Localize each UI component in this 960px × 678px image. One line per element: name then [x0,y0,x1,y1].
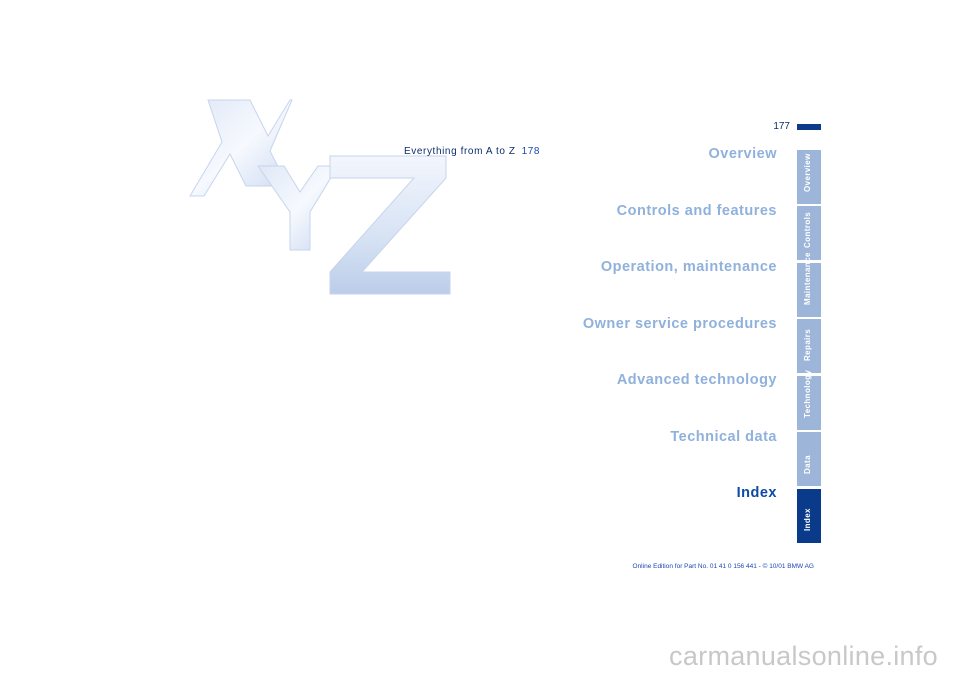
side-tab-repairs[interactable]: Repairs [797,319,821,373]
section-link-data[interactable]: Technical data [670,429,777,445]
section-link-overview[interactable]: Overview [708,146,777,162]
watermark: carmanualsonline.info [669,641,938,671]
side-tab-label: Repairs [803,328,812,361]
page-bar [797,124,821,130]
section-link-technology[interactable]: Advanced technology [616,372,777,388]
side-tab-label: Maintenance [803,252,812,305]
letter-y [257,165,339,251]
toc-entry-title: Everything from A to Z [404,146,516,157]
footer-note: Online Edition for Part No. 01 41 0 156 … [632,563,814,570]
side-tab-label: Overview [803,153,812,192]
side-tab-label: Technology [803,369,812,418]
section-link-repairs[interactable]: Owner service procedures [582,316,777,332]
page-number: 177 [773,121,790,132]
side-tab-maintenance[interactable]: Maintenance [797,252,821,317]
side-tab-data[interactable]: Data [797,432,821,486]
side-tab-label: Index [803,508,812,531]
toc-entry[interactable]: Everything from A to Z 178 [404,146,540,157]
xyz-graphic [189,99,451,295]
side-tab-controls[interactable]: Controls [797,206,821,260]
side-tab-overview[interactable]: Overview [797,150,821,204]
section-link-index[interactable]: Index [736,485,777,501]
side-tab-index[interactable]: Index [797,489,821,543]
section-link-maintenance[interactable]: Operation, maintenance [600,259,777,275]
side-tab-label: Controls [803,211,812,248]
toc-entry-page[interactable]: 178 [521,146,541,157]
letter-z [329,155,451,295]
side-tab-technology[interactable]: Technology [797,370,821,430]
side-tab-label: Data [803,455,812,474]
section-link-controls[interactable]: Controls and features [616,203,777,219]
